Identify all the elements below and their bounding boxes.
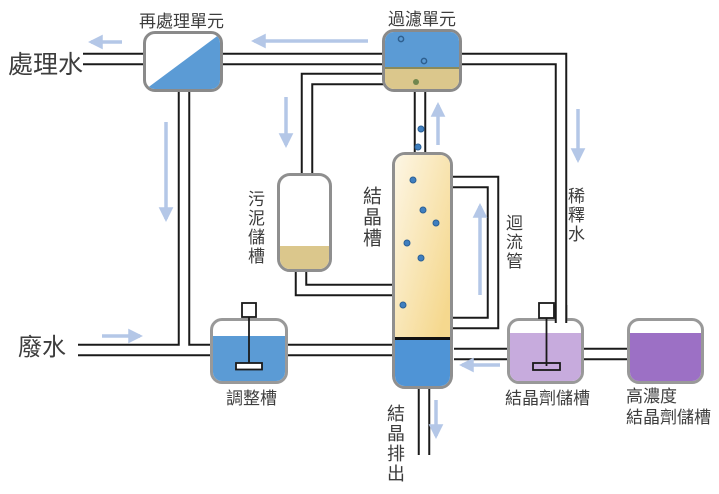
label-high-conc-tank: 高濃度 結晶劑儲槽 (626, 387, 711, 428)
reprocess-unit-vessel (143, 31, 223, 92)
adjust-tank-liquid (213, 336, 285, 381)
high-conc-tank-liquid (630, 333, 701, 381)
filter-media-layer (385, 69, 459, 89)
label-wastewater: 廢水 (18, 335, 66, 361)
sludge-tank-vessel (277, 173, 332, 272)
label-agent-tank: 結晶劑儲槽 (505, 389, 590, 408)
agent-tank-vessel (507, 318, 584, 384)
filter-water-layer (385, 32, 459, 67)
agent-tank-liquid (510, 333, 581, 381)
label-return-pipe: 迴流管 (503, 214, 522, 271)
filter-media-line (385, 67, 459, 69)
crystal-bed (395, 155, 450, 337)
label-reprocess-unit: 再處理單元 (139, 12, 224, 31)
label-crystal-tank: 結晶槽 (360, 186, 381, 249)
crystal-separator-line (395, 337, 450, 340)
label-adjust-tank: 調整槽 (226, 389, 277, 408)
pipe-interiors (78, 54, 631, 455)
adjust-tank-vessel (210, 318, 288, 384)
label-dilution-water: 稀釋水 (565, 187, 584, 244)
label-treated-water: 處理水 (8, 52, 84, 79)
filter-unit-vessel (382, 29, 462, 92)
crystal-bottom-water (395, 339, 450, 386)
sludge-layer (280, 246, 329, 269)
label-crystal-discharge: 結晶排出 (385, 404, 405, 484)
label-filter-unit: 過濾單元 (388, 10, 456, 29)
high-conc-tank-vessel (627, 318, 704, 384)
reprocess-membrane-triangle (146, 34, 220, 89)
label-sludge-tank: 污泥儲槽 (245, 190, 264, 266)
crystal-tank-vessel (392, 152, 453, 389)
